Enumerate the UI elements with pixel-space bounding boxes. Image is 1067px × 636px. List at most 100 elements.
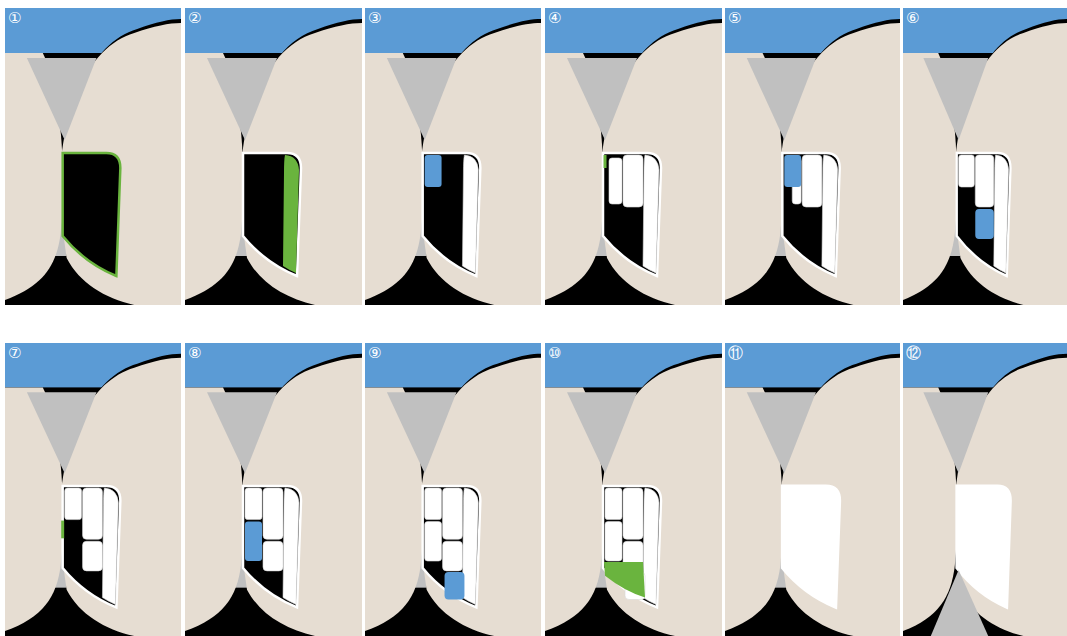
- step-number: ⑩: [548, 344, 561, 362]
- step-panel: ①: [5, 8, 181, 305]
- composite-layer: [604, 562, 645, 598]
- composite-layer: [283, 155, 299, 273]
- wedge-triangle: [387, 392, 457, 473]
- step-number: ⑫: [906, 344, 921, 362]
- step-number: ④: [548, 9, 561, 27]
- background: [365, 8, 541, 305]
- composite-layer: [83, 541, 103, 571]
- composite-layer: [643, 155, 659, 273]
- wedge-triangle: [207, 58, 277, 140]
- tooth-illustration: [185, 8, 362, 305]
- composite-layer: [443, 541, 463, 571]
- restoration: [782, 486, 839, 607]
- cavity: [243, 153, 301, 276]
- step-number: ⑪: [728, 344, 743, 362]
- composite-layer: [263, 541, 283, 571]
- step-panel: ⑦: [5, 343, 181, 636]
- step-number: ⑦: [8, 344, 21, 362]
- cavity: [423, 153, 481, 276]
- background: [545, 343, 722, 636]
- tooth-illustration: [725, 8, 900, 305]
- wedge-triangle: [567, 392, 637, 473]
- composite-layer: [975, 209, 994, 239]
- composite-layer: [425, 488, 442, 520]
- cavity: [603, 486, 661, 607]
- composite-layer: [283, 488, 299, 604]
- composite-layer: [643, 488, 659, 604]
- background: [903, 8, 1067, 305]
- tooth-illustration: [903, 8, 1067, 305]
- wedge-triangle: [747, 392, 816, 473]
- tooth-illustration: [5, 8, 181, 305]
- cavity: [782, 153, 839, 276]
- step-panel: ⑥: [903, 8, 1067, 305]
- background: [185, 8, 362, 305]
- composite-layer: [462, 155, 478, 273]
- step-panel: ⑪: [725, 343, 900, 636]
- composite-layer: [425, 155, 442, 187]
- adhesive-line: [604, 155, 607, 168]
- step-panel: ④: [545, 8, 722, 305]
- composite-layer: [245, 488, 262, 520]
- composite-layer: [83, 488, 103, 539]
- adhesive-line: [61, 521, 64, 539]
- step-panel: ②: [185, 8, 362, 305]
- cavity: [423, 486, 481, 607]
- tooth-illustration: [545, 343, 722, 636]
- wedge-triangle: [27, 392, 97, 473]
- composite-layer: [425, 522, 442, 561]
- step-panel: ⑨: [365, 343, 541, 636]
- composite-layer: [623, 155, 643, 207]
- composite-layer: [784, 155, 801, 187]
- wedge-triangle: [207, 392, 277, 473]
- composite-layer: [609, 158, 622, 204]
- step-number: ③: [368, 9, 381, 27]
- wedge-triangle: [27, 58, 97, 140]
- composite-layer: [245, 522, 262, 561]
- cavity: [63, 153, 121, 276]
- tooth-illustration: [185, 343, 362, 636]
- tooth-illustration: [5, 343, 181, 636]
- step-panel: ③: [365, 8, 541, 305]
- composite-layer: [65, 488, 82, 520]
- wedge-triangle: [923, 392, 988, 473]
- composite-layer: [102, 488, 118, 604]
- step-panel: ⑤: [725, 8, 900, 305]
- step-panel: ⑩: [545, 343, 722, 636]
- composite-layer: [994, 155, 1009, 273]
- tooth-illustration: [725, 343, 900, 636]
- background: [545, 8, 722, 305]
- composite-layer: [605, 488, 622, 520]
- composite-layer: [445, 572, 465, 600]
- wedge-triangle: [923, 58, 988, 140]
- tooth-illustration: [365, 8, 541, 305]
- composite-layer: [802, 155, 822, 207]
- composite-layer: [623, 488, 643, 539]
- step-number: ②: [188, 9, 201, 27]
- composite-layer: [443, 488, 463, 539]
- composite-layer: [959, 155, 975, 187]
- tooth-illustration: [545, 8, 722, 305]
- composite-layer: [822, 155, 838, 273]
- composite-layer: [975, 155, 994, 207]
- tooth-illustration: [903, 343, 1067, 636]
- step-panel: ⑧: [185, 343, 362, 636]
- background: [903, 343, 1067, 636]
- step-number: ⑧: [188, 344, 201, 362]
- step-panel: ⑫: [903, 343, 1067, 636]
- step-number: ⑥: [906, 9, 919, 27]
- composite-layer: [605, 522, 622, 561]
- tooth-illustration: [365, 343, 541, 636]
- composite-layer: [462, 488, 478, 604]
- background: [185, 343, 362, 636]
- composite-layer: [263, 488, 283, 539]
- step-number: ⑤: [728, 9, 741, 27]
- step-number: ①: [8, 9, 21, 27]
- background: [365, 343, 541, 636]
- background: [5, 343, 181, 636]
- wedge-triangle: [567, 58, 637, 140]
- cavity: [957, 153, 1011, 276]
- cavity: [243, 486, 301, 607]
- wedge-triangle: [387, 58, 457, 140]
